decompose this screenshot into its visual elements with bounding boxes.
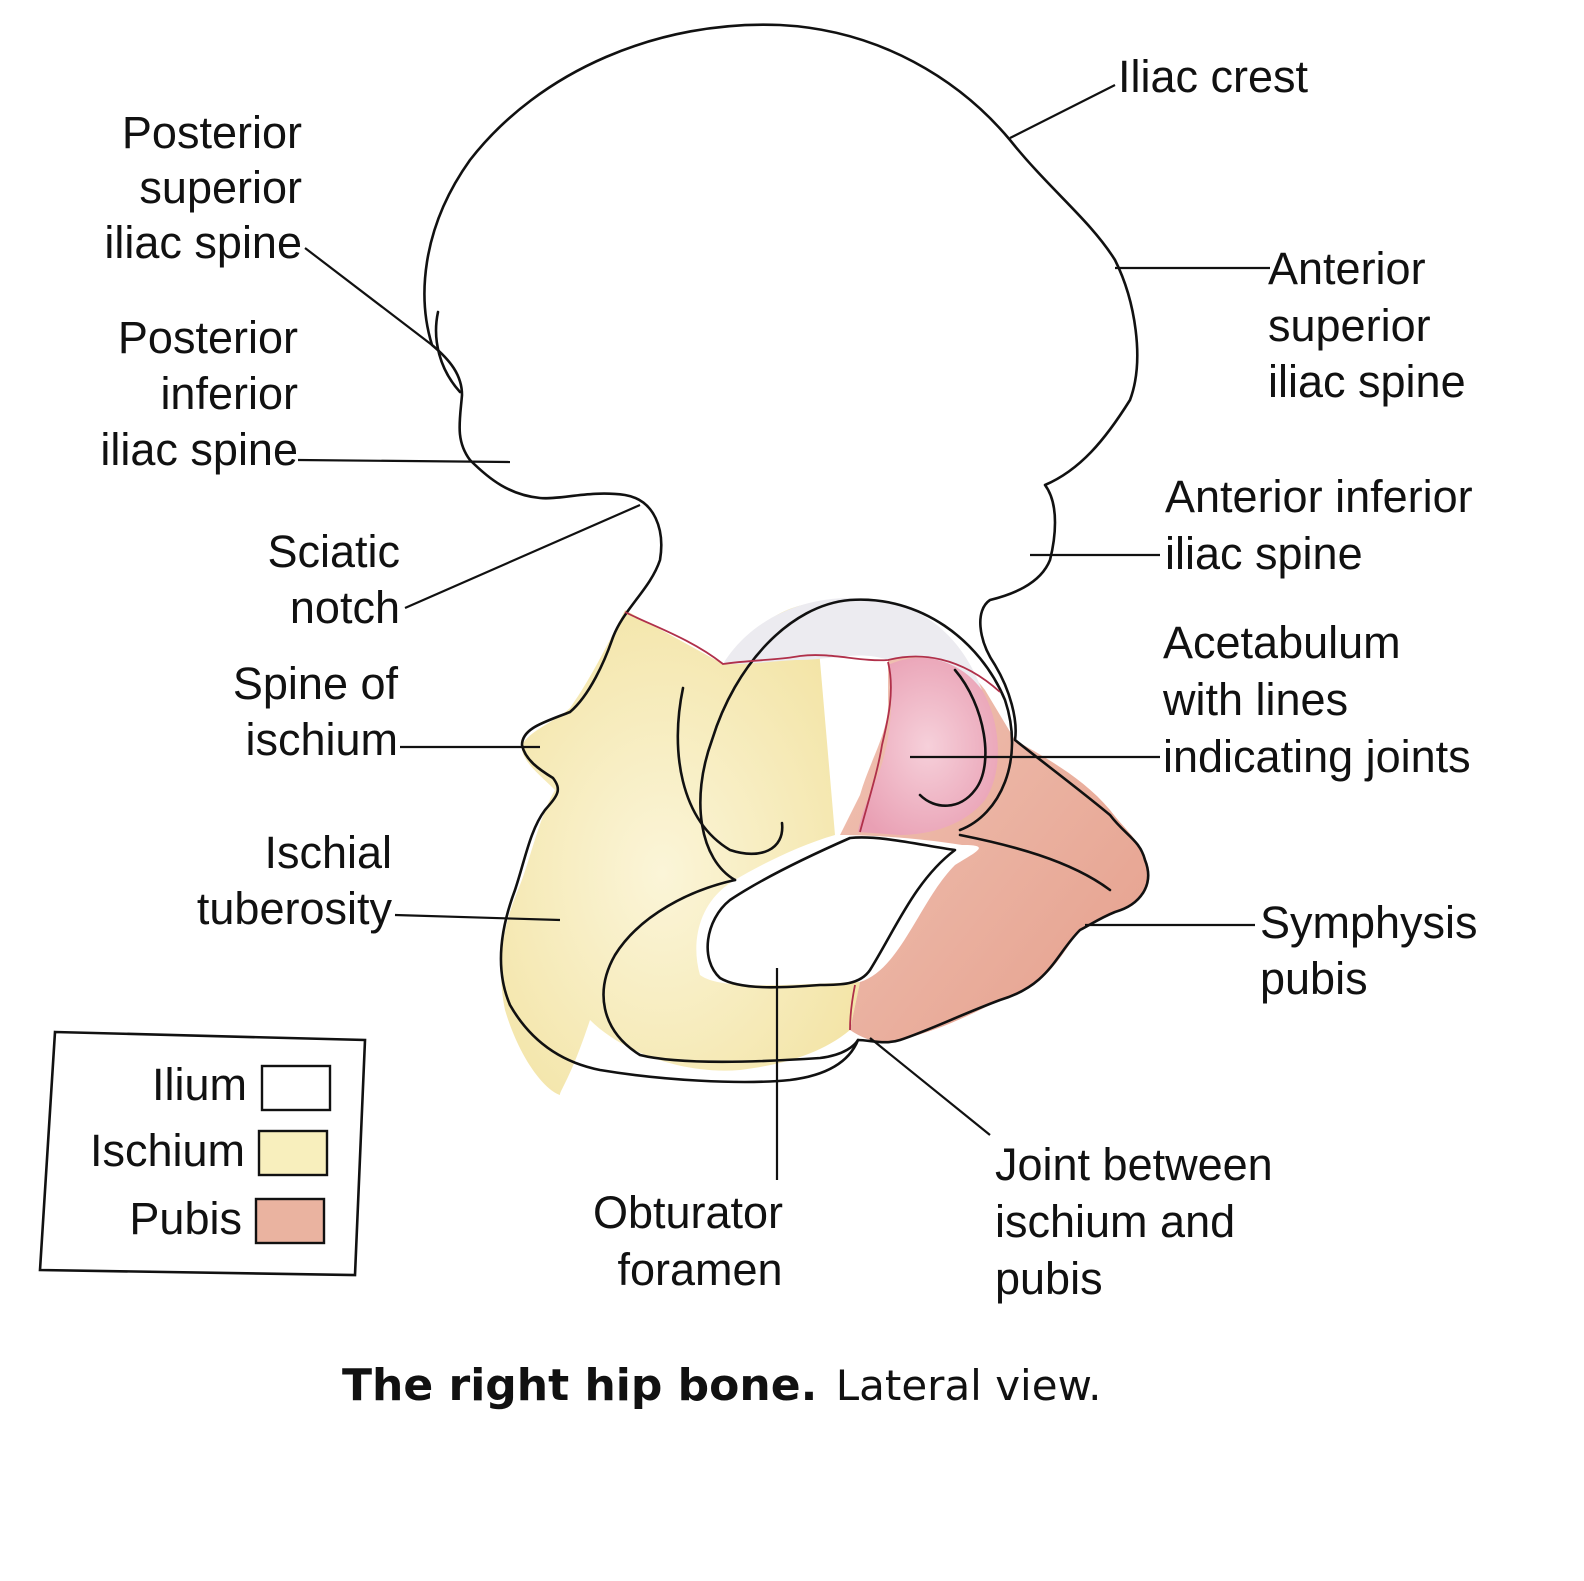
label-acetabulum-line2: with lines (1162, 674, 1348, 725)
leader-sciatic-notch (404, 503, 641, 610)
acetabulum-rim-outline (699, 598, 1014, 882)
label-aiis-line2: iliac spine (1165, 528, 1363, 579)
leader-joint-ischium-pubis (869, 1037, 991, 1136)
ilium-ischium-suture (624, 611, 1001, 693)
pubis-region (840, 655, 1148, 1042)
label-ischial-tuberosity-line1: Ischial (264, 827, 392, 878)
acetabulum-fossa-line (918, 668, 987, 807)
ischium-region (500, 603, 860, 1095)
legend: Ilium Ischium Pubis (38, 1030, 367, 1277)
leader-psis (304, 247, 433, 346)
legend-swatch-pubis (254, 1197, 326, 1245)
ischium-pubis-suture (849, 984, 856, 1031)
label-spine-ischium-line2: ischium (245, 714, 398, 765)
ilium-pubis-suture (859, 661, 892, 833)
acetabulum-inner-line (676, 686, 784, 855)
figure-caption: The right hip bone. Lateral view. (342, 1360, 1101, 1411)
label-piis-line3: iliac spine (100, 424, 298, 475)
label-psis-line3: iliac spine (104, 217, 302, 268)
acetabulum-pink-area (858, 657, 998, 835)
label-joint-line1: Joint between (995, 1139, 1273, 1190)
label-aiis-line1: Anterior inferior (1165, 471, 1473, 522)
leader-ischial-tuberosity (394, 913, 561, 922)
label-psis-line2: superior (139, 162, 302, 213)
leader-piis (297, 458, 511, 464)
legend-swatch-ilium (260, 1064, 332, 1112)
label-sciatic-notch-line1: Sciatic (267, 526, 400, 577)
caption-regular: Lateral view. (836, 1361, 1102, 1410)
label-spine-ischium-line1: Spine of (233, 658, 399, 709)
label-obturator-line1: Obturator (593, 1187, 783, 1238)
caption-bold: The right hip bone. (342, 1360, 817, 1411)
label-piis-line1: Posterior (118, 312, 298, 363)
label-symphysis-line1: Symphysis (1260, 897, 1478, 948)
label-asis-line1: Anterior (1268, 243, 1426, 294)
label-ischial-tuberosity-line2: tuberosity (197, 883, 393, 934)
legend-label-pubis: Pubis (129, 1193, 242, 1244)
label-sciatic-notch-line2: notch (290, 582, 400, 633)
legend-swatch-ischium (257, 1129, 329, 1177)
ischial-ramus-line (602, 878, 860, 1064)
label-psis-line1: Posterior (122, 107, 302, 158)
acetabulum-upper-rim (723, 598, 982, 690)
label-piis-line2: inferior (160, 368, 298, 419)
label-obturator-line2: foramen (617, 1244, 782, 1295)
leader-iliac-crest (1009, 84, 1116, 139)
psis-curve (434, 310, 462, 394)
label-iliac-crest: Iliac crest (1118, 51, 1309, 102)
legend-label-ischium: Ischium (90, 1125, 245, 1176)
label-joint-line2: ischium and (995, 1196, 1235, 1247)
label-symphysis-line2: pubis (1260, 953, 1368, 1004)
label-asis-line2: superior (1268, 300, 1431, 351)
legend-label-ilium: Ilium (152, 1059, 247, 1110)
label-acetabulum-line3: indicating joints (1163, 731, 1471, 782)
label-asis-line3: iliac spine (1268, 356, 1466, 407)
obturator-foramen-outline (706, 836, 957, 989)
label-joint-line3: pubis (995, 1253, 1103, 1304)
label-acetabulum-line1: Acetabulum (1163, 617, 1401, 668)
bone-outer-outline (423, 23, 1150, 1084)
pubic-ramus-line (958, 833, 1112, 892)
